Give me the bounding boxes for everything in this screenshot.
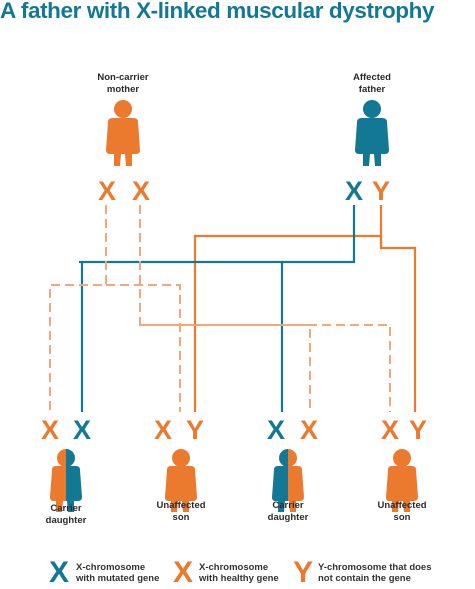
child2-gene-y: Y <box>185 415 204 445</box>
father-figure-icon <box>355 100 389 166</box>
child4-label-line1: Unaffected <box>377 500 427 511</box>
father-gene-y: Y <box>371 176 390 206</box>
unaffected-son-figure-icon <box>386 449 418 512</box>
mother-label-line2: mother <box>106 84 140 95</box>
father-y-paths <box>193 205 417 412</box>
legend-y-symbol: Y <box>292 556 313 589</box>
mother-gene-x-healthy: X <box>131 176 150 206</box>
mother-figure-icon <box>106 100 140 166</box>
mother-label: Non-carrier mother <box>83 72 163 96</box>
child2-label-line2: son <box>172 512 190 523</box>
child2-label: Unaffected son <box>141 500 221 524</box>
mother-gene-x-healthy: X <box>97 176 116 206</box>
child3-label-line2: daughter <box>267 512 309 523</box>
child4-gene-y: Y <box>408 415 427 445</box>
child4-label-line2: son <box>393 512 411 523</box>
carrier-daughter-figure-icon <box>272 449 304 512</box>
carrier-daughter-figure-icon <box>50 449 82 512</box>
child3-label-line1: Carrier <box>272 500 304 511</box>
legend-y-line2: not contain the gene <box>318 573 411 584</box>
legend-y-text: Y-chromosome that does not contain the g… <box>318 562 432 584</box>
mother-label-line1: Non-carrier <box>97 72 149 83</box>
unaffected-son-figure-icon <box>165 449 197 512</box>
child2-gene-x-healthy: X <box>153 415 172 445</box>
child4-gene-x-healthy: X <box>380 415 399 445</box>
child3-gene-x-mutated: X <box>266 415 285 445</box>
child2-label-line1: Unaffected <box>156 500 206 511</box>
legend-mutated-x-line2: with mutated gene <box>76 573 160 584</box>
father-label-line1: Affected <box>352 72 391 83</box>
legend-healthy-x-line1: X-chromosome <box>199 562 269 573</box>
legend-healthy-x-symbol: X <box>172 556 193 589</box>
child1-label-line2: daughter <box>45 515 87 526</box>
legend-y-line1: Y-chromosome that does <box>318 562 432 573</box>
legend-healthy-x-text: X-chromosome with healthy gene <box>199 562 279 584</box>
legend-mutated-x-line1: X-chromosome <box>76 562 146 573</box>
father-gene-x-mutated: X <box>344 176 363 206</box>
legend-mutated-x-symbol: X <box>48 556 69 589</box>
child1-label: Carrier daughter <box>26 503 106 527</box>
child3-gene-x-healthy: X <box>299 415 318 445</box>
father-label: Affected father <box>332 72 412 96</box>
child3-label: Carrier daughter <box>248 500 328 524</box>
mother-x-dashed-paths <box>49 205 391 412</box>
child4-label: Unaffected son <box>362 500 442 524</box>
page-title: A father with X-linked muscular dystroph… <box>0 0 435 23</box>
legend-healthy-x-line2: with healthy gene <box>199 573 279 584</box>
father-label-line2: father <box>358 84 386 95</box>
child1-label-line1: Carrier <box>50 503 82 514</box>
legend-mutated-x-text: X-chromosome with mutated gene <box>76 562 159 584</box>
child1-gene-x-mutated: X <box>72 415 91 445</box>
father-x-paths <box>79 205 356 412</box>
child1-gene-x-healthy: X <box>40 415 59 445</box>
